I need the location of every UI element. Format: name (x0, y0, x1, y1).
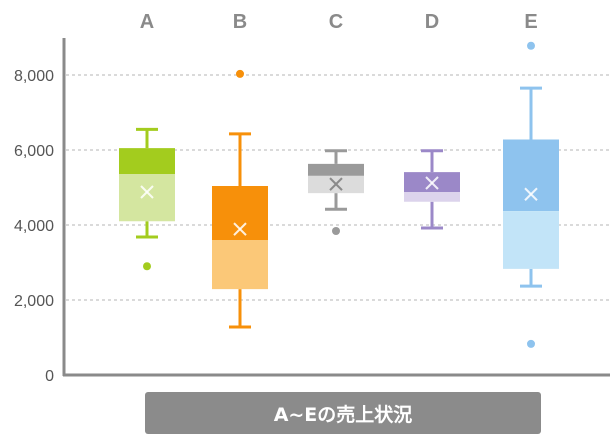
mean-marker (524, 187, 538, 201)
box-lower-B (212, 240, 268, 290)
mean-marker (140, 185, 154, 199)
category-label: E (524, 11, 537, 33)
box-upper-A (119, 148, 175, 174)
y-tick-label: 8,000 (14, 68, 54, 85)
mean-marker-stroke (233, 222, 247, 236)
category-label: D (425, 11, 439, 33)
y-tick-label: 4,000 (14, 218, 54, 235)
outlier-point (527, 41, 535, 50)
mean-marker (425, 176, 439, 190)
box-upper-C (308, 163, 364, 176)
mean-marker-stroke (524, 187, 538, 201)
category-label: A (140, 11, 154, 33)
mean-marker-stroke (140, 185, 154, 199)
box-lower-D (404, 192, 460, 202)
mean-marker-stroke (425, 176, 439, 190)
category-label: C (329, 11, 343, 33)
outlier-point (143, 262, 151, 271)
outlier-point (527, 339, 535, 348)
outlier-point (332, 227, 340, 235)
y-tick-label: 2,000 (14, 293, 54, 310)
mean-marker-stroke (329, 177, 343, 191)
y-tick-label: 6,000 (14, 143, 54, 160)
category-label: B (233, 11, 247, 33)
mean-marker (233, 222, 247, 236)
box-lower-E (503, 211, 559, 269)
box-lower-A (119, 174, 175, 222)
box-upper-E (503, 139, 559, 212)
chart-title: A~Eの売上状況 (145, 392, 541, 434)
mean-marker (329, 177, 343, 191)
outlier-point (236, 69, 244, 78)
box-upper-B (212, 186, 268, 240)
y-tick-label: 0 (45, 368, 54, 385)
